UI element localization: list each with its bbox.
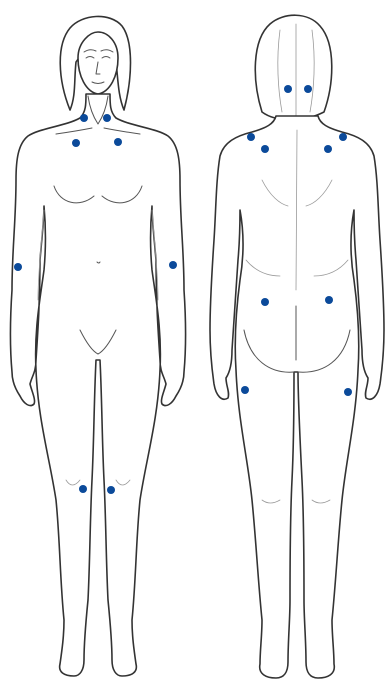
tender-point-front-left-knee [79,485,87,493]
back-body-figure [210,15,384,678]
tender-point-back-left-greater-trochanter [241,386,249,394]
tender-point-back-right-trapezius [339,133,347,141]
tender-point-front-left-lower-cervical [72,139,80,147]
tender-point-back-left-gluteal [261,298,269,306]
tender-point-back-right-occiput [304,85,312,93]
tender-point-front-left-occiput-front [80,114,88,122]
tender-point-back-left-trapezius [247,133,255,141]
tender-point-front-left-lateral-epicondyle [14,263,22,271]
tender-point-back-right-supraspinatus [324,145,332,153]
tender-point-front-right-lower-cervical [114,138,122,146]
tender-point-back-left-occiput [284,85,292,93]
tender-point-front-right-lateral-epicondyle [169,261,177,269]
front-body-outline [11,94,186,676]
back-hair [255,15,331,120]
tender-point-back-left-supraspinatus [261,145,269,153]
tender-point-front-right-occiput-front [103,114,111,122]
tender-point-back-right-gluteal [325,296,333,304]
tender-point-back-right-greater-trochanter [344,388,352,396]
tender-point-front-right-knee [107,486,115,494]
front-body-figure [11,16,186,676]
back-body-outline [210,116,384,678]
